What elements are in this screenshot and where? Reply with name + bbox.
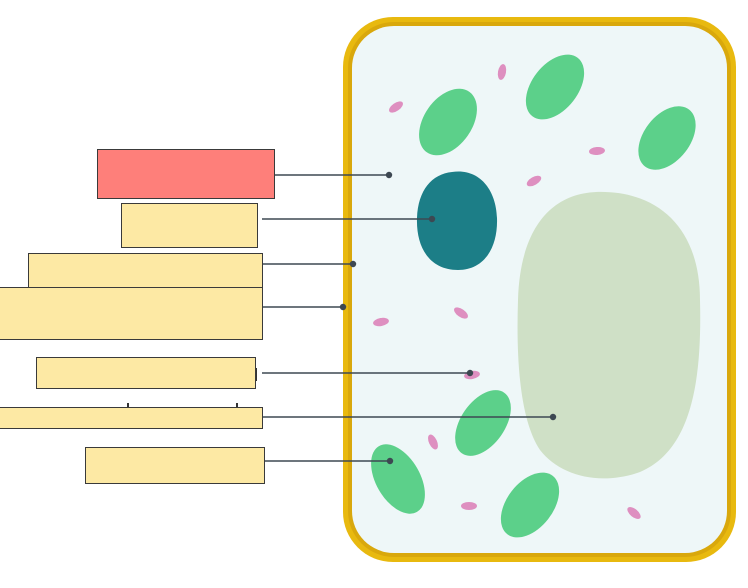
label-box-3[interactable] bbox=[28, 253, 263, 288]
label-box-5[interactable] bbox=[36, 357, 256, 389]
mitochondrion bbox=[497, 64, 507, 80]
leader-dot-4 bbox=[339, 303, 347, 311]
label-box-1[interactable] bbox=[97, 149, 275, 199]
leader-dot-5 bbox=[466, 369, 474, 377]
leader-lines bbox=[262, 171, 557, 465]
nucleus bbox=[416, 171, 498, 270]
chloroplast bbox=[638, 106, 696, 170]
stray-mark bbox=[236, 403, 238, 408]
mitochondrion bbox=[461, 502, 477, 510]
leader-dot-2 bbox=[428, 215, 436, 223]
mitochondrion bbox=[627, 507, 641, 519]
mitochondrion bbox=[589, 146, 605, 156]
label-box-4[interactable] bbox=[0, 287, 263, 340]
mitochondrion bbox=[373, 317, 389, 327]
mitochondrion bbox=[526, 175, 542, 187]
leader-dot-1 bbox=[385, 171, 393, 179]
leader-dot-6 bbox=[549, 413, 557, 421]
chloroplast bbox=[500, 472, 560, 538]
chloroplast bbox=[455, 390, 511, 456]
mitochondria bbox=[373, 64, 641, 519]
stray-mark bbox=[127, 403, 129, 408]
label-box-2[interactable] bbox=[121, 203, 258, 248]
leader-dot-7 bbox=[386, 457, 394, 465]
central-vacuole bbox=[517, 191, 701, 479]
mitochondrion bbox=[389, 101, 403, 113]
mitochondrion bbox=[454, 307, 468, 319]
leader-dot-3 bbox=[349, 260, 357, 268]
label-box-6[interactable] bbox=[0, 407, 263, 429]
chloroplasts bbox=[371, 54, 696, 538]
label-box-7[interactable] bbox=[85, 447, 265, 484]
chloroplast bbox=[419, 88, 477, 156]
chloroplast bbox=[525, 54, 585, 120]
mitochondrion bbox=[428, 434, 438, 450]
